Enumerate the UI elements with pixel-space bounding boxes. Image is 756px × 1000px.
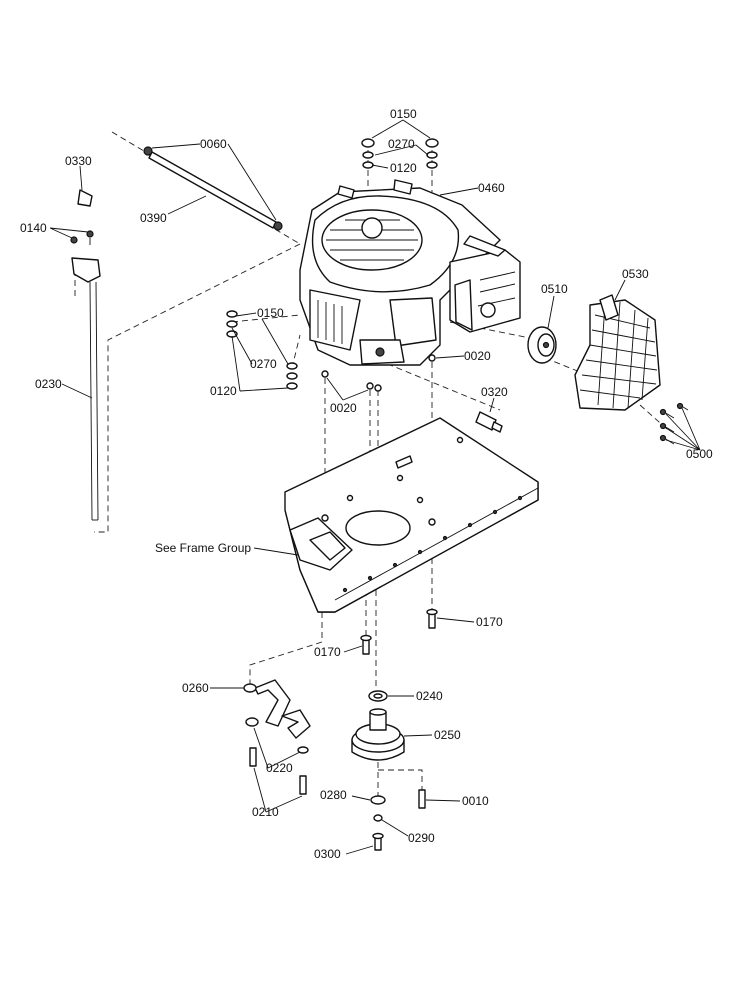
label-0280: 0280: [320, 788, 347, 802]
label-0020-mid: 0020: [330, 401, 357, 415]
label-0220: 0220: [266, 761, 293, 775]
left-hardware: [226, 310, 436, 392]
lower-hardware: [370, 789, 426, 851]
frame-plate: [284, 417, 539, 613]
label-0460: 0460: [478, 181, 505, 195]
label-0260: 0260: [182, 681, 209, 695]
label-0150-top: 0150: [390, 107, 417, 121]
label-0270-top: 0270: [388, 137, 415, 151]
label-0060: 0060: [200, 137, 227, 151]
sensor-0320: [475, 411, 503, 433]
dipstick-assembly: [70, 189, 101, 521]
label-0010: 0010: [462, 794, 489, 808]
label-0390: 0390: [140, 211, 167, 225]
label-0270-left: 0270: [250, 357, 277, 371]
label-0330: 0330: [65, 154, 92, 168]
label-0530: 0530: [622, 267, 649, 281]
label-0170-left: 0170: [314, 645, 341, 659]
label-0510: 0510: [541, 282, 568, 296]
label-0140: 0140: [20, 221, 47, 235]
label-0320: 0320: [481, 385, 508, 399]
filter-0510: [527, 326, 557, 364]
pulley-0250: [351, 690, 405, 761]
label-0120-left: 0120: [210, 384, 237, 398]
label-0210: 0210: [252, 805, 279, 819]
label-0120-top: 0120: [390, 161, 417, 175]
bracket-0260: [243, 679, 311, 795]
top-hardware: [361, 138, 439, 169]
label-0150-left: 0150: [257, 306, 284, 320]
label-0500: 0500: [686, 447, 713, 461]
leader-lines: [49, 119, 701, 855]
bolts-0500: [659, 402, 689, 445]
callout-labels: 0150 0270 0120 0060 0330 0460 0390 0140 …: [20, 107, 713, 861]
guard-0530: [574, 294, 661, 411]
label-0230: 0230: [35, 377, 62, 391]
label-0300: 0300: [314, 847, 341, 861]
label-0170-right: 0170: [476, 615, 503, 629]
engine-0460: [299, 179, 521, 366]
rod-0390: [143, 146, 283, 231]
label-0020-right: 0020: [464, 349, 491, 363]
label-0240: 0240: [416, 689, 443, 703]
label-0290: 0290: [408, 831, 435, 845]
label-0250: 0250: [434, 728, 461, 742]
label-see-frame-group: See Frame Group: [155, 541, 251, 555]
bolts-0170: [360, 608, 438, 655]
